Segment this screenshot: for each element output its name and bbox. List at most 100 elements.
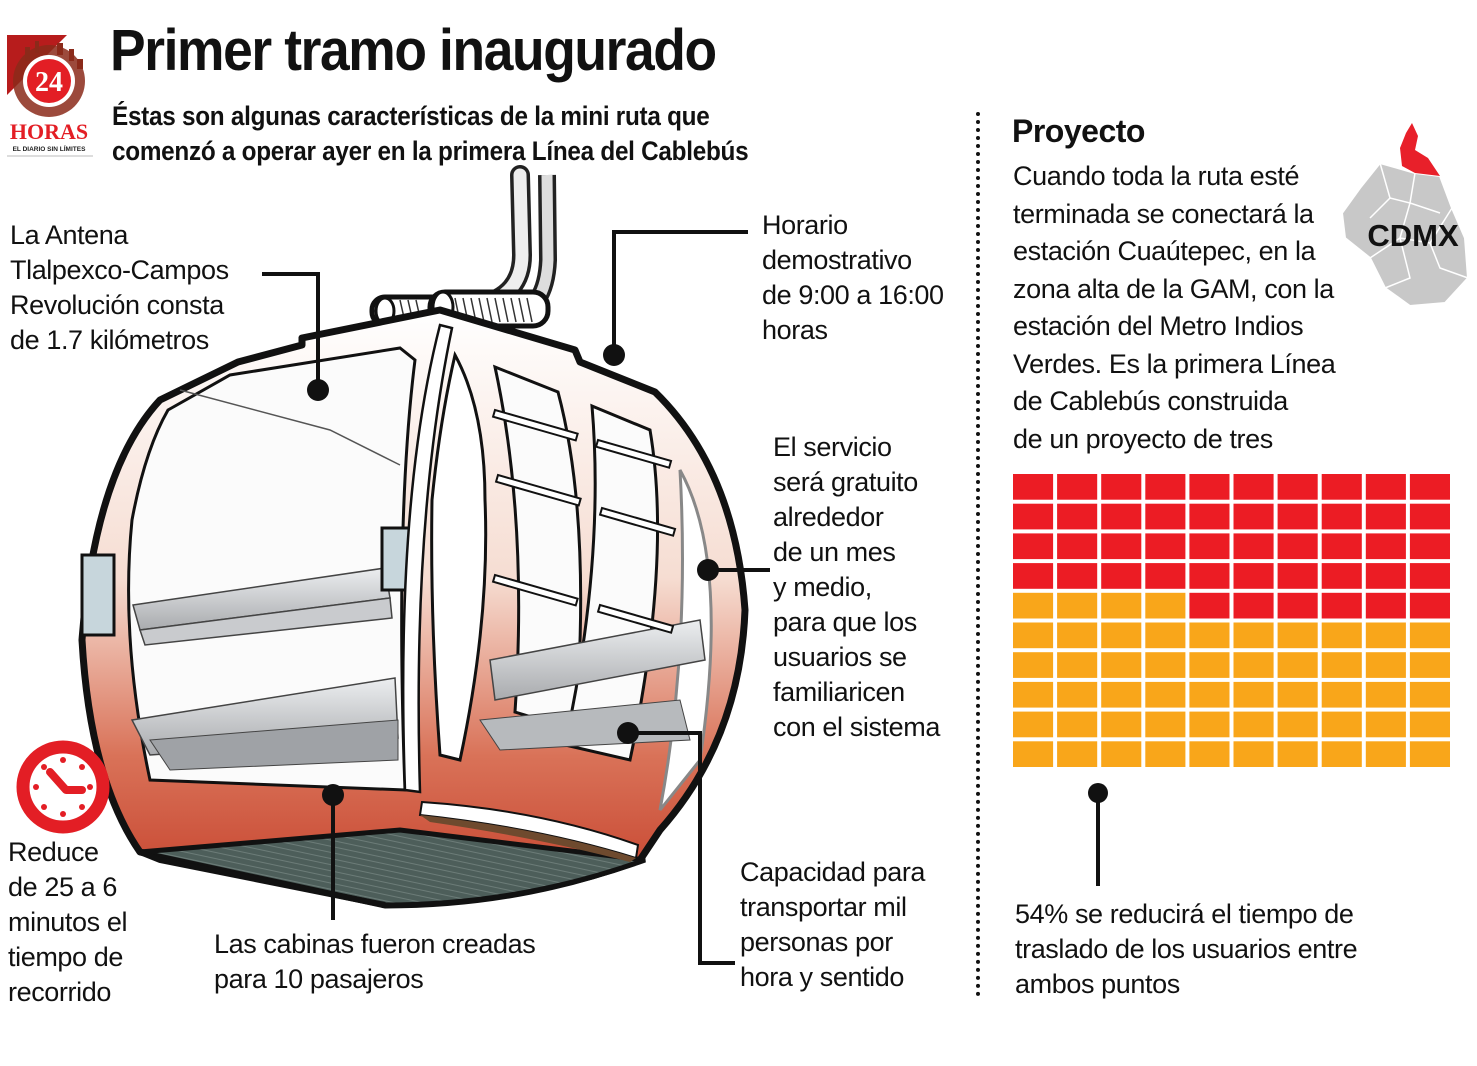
waffle-cell-reduction [1321,622,1362,649]
callout-line: recorrido [8,977,111,1007]
waffle-cell-reduction [1365,652,1406,678]
waffle-cell-reduction [1321,711,1362,738]
callout-hourly-capacity: Capacidad para transportar mil personas … [740,855,925,995]
callout-line: Tlalpexco-Campos [10,255,229,285]
cable-car-illustration [78,165,770,965]
waffle-cell-remaining [1233,563,1274,589]
waffle-cell-remaining [1365,474,1406,500]
section-divider [976,112,980,997]
project-line: Cuando toda la ruta esté [1013,161,1300,191]
waffle-cell-remaining [1409,563,1450,589]
waffle-cell-remaining [1233,533,1274,560]
callout-dot-hourly-capacity [617,722,639,744]
waffle-cell-reduction [1101,711,1142,738]
waffle-cell-reduction [1409,681,1450,708]
waffle-cell-reduction [1233,711,1274,738]
waffle-cell-remaining [1365,503,1406,530]
waffle-cell-reduction [1409,711,1450,738]
waffle-cell-remaining [1409,592,1450,619]
waffle-cell-remaining [1013,533,1054,560]
logo-name: HORAS [10,119,88,144]
waffle-cell-reduction [1013,622,1054,649]
waffle-cell-reduction [1189,711,1230,738]
callout-line: minutos el [8,907,128,937]
waffle-cell-remaining [1277,533,1318,560]
callout-line: de 25 a 6 [8,872,118,902]
waffle-cell-reduction [1101,592,1142,619]
waffle-cell-reduction [1189,652,1230,678]
waffle-cell-reduction [1233,681,1274,708]
logo-mark: 24 HORAS EL DIARIO SIN LÍMITES [7,35,93,157]
waffle-cell-remaining [1365,592,1406,619]
waffle-cell-reduction [1277,711,1318,738]
waffle-cell-remaining [1057,474,1098,500]
waffle-cell-remaining [1233,592,1274,619]
waffle-cell-remaining [1145,503,1186,530]
waffle-cell-remaining [1321,474,1362,500]
project-line: de un proyecto de tres [1013,423,1273,454]
waffle-cell-remaining [1013,563,1054,589]
waffle-cell-remaining [1365,563,1406,589]
project-body: Cuando toda la ruta esté terminada se co… [1013,158,1336,458]
waffle-cell-reduction [1321,681,1362,708]
waffle-cell-remaining [1145,563,1186,589]
logo-number: 24 [35,67,63,98]
waffle-cell-reduction [1013,592,1054,619]
waffle-cell-remaining [1189,533,1230,560]
callout-schedule: Horario demostrativo de 9:00 a 16:00 hor… [762,208,944,348]
waffle-cell-remaining [1013,474,1054,500]
waffle-cell-reduction [1277,741,1318,767]
waffle-cell-reduction [1189,741,1230,767]
callout-dot-free-service [697,559,719,581]
callout-line: de 1.7 kilómetros [10,325,209,355]
waffle-cell-reduction [1321,652,1362,678]
callout-line: hora y sentido [740,962,905,992]
callout-dot-schedule [603,344,625,366]
waffle-cell-remaining [1409,503,1450,530]
waffle-cell-reduction [1409,741,1450,767]
waffle-cell-remaining [1101,563,1142,589]
waffle-cell-reduction [1277,652,1318,678]
clock-icon [16,740,110,834]
waffle-cell-remaining [1321,563,1362,589]
waffle-cell-remaining [1189,592,1230,619]
waffle-cell-reduction [1101,622,1142,649]
callout-line: Las cabinas fueron creadas [214,929,536,959]
waffle-cell-reduction [1233,741,1274,767]
callout-cabin-capacity: Las cabinas fueron creadas para 10 pasaj… [214,927,536,997]
callout-line: para que los [773,607,917,637]
waffle-cell-remaining [1057,533,1098,560]
waffle-cell-remaining [1057,503,1098,530]
callout-line: Reduce [8,837,99,867]
waffle-cell-remaining [1233,474,1274,500]
project-line: terminada se conectará la [1013,198,1314,229]
stat-leader [1088,783,1108,886]
waffle-cell-reduction [1057,711,1098,738]
cdmx-map-icon: CDMX [1340,123,1470,308]
waffle-cell-remaining [1277,474,1318,500]
callout-line: usuarios se [773,642,907,672]
project-line: estación Cuaútepec, en la [1013,236,1316,266]
subtitle-line: Éstas son algunas características de la … [112,101,710,131]
stat-line: traslado de los usuarios entre [1015,934,1358,964]
callout-line: Capacidad para [740,857,926,887]
waffle-cell-reduction [1013,741,1054,767]
callout-line: La Antena [10,220,129,250]
waffle-cell-reduction [1057,652,1098,678]
waffle-cell-reduction [1365,711,1406,738]
callout-time-reduction: Reduce de 25 a 6 minutos el tiempo de re… [8,835,127,1010]
stat-line: 54% se reducirá el tiempo de [1015,899,1354,929]
callout-line: con el sistema [773,712,940,742]
waffle-cell-reduction [1101,741,1142,767]
waffle-cell-remaining [1145,533,1186,560]
waffle-cell-remaining [1189,503,1230,530]
logo-tagline: EL DIARIO SIN LÍMITES [13,144,86,153]
waffle-cell-reduction [1101,681,1142,708]
waffle-cell-remaining [1101,474,1142,500]
waffle-cell-reduction [1101,652,1142,678]
waffle-cell-reduction [1365,622,1406,649]
waffle-cell-reduction [1277,681,1318,708]
waffle-cell-reduction [1233,622,1274,649]
callout-line: tiempo de [8,942,123,972]
waffle-cell-remaining [1321,503,1362,530]
